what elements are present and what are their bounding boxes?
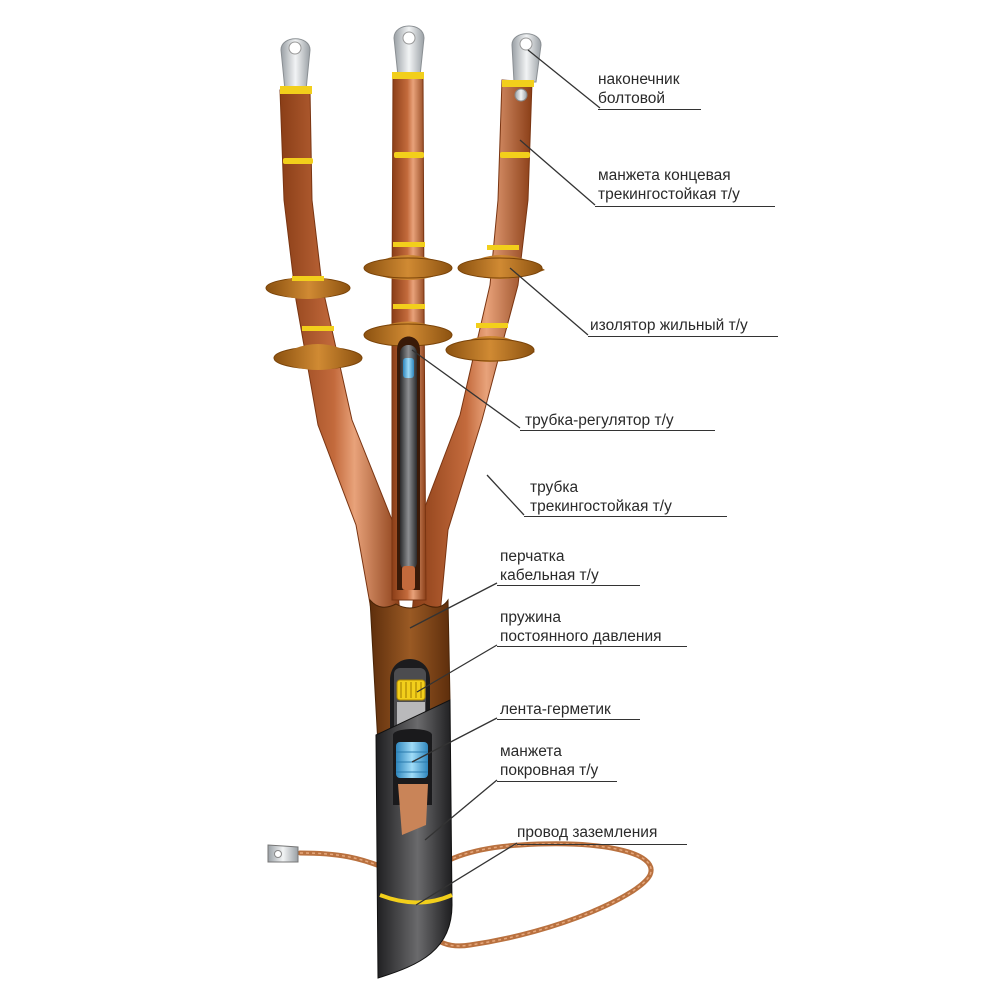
middle-core (363, 25, 453, 601)
regulator-tube (400, 345, 417, 570)
label-regulator-tube: трубка-регулятор т/у (525, 412, 674, 429)
label-sealant-tape: лента-герметик (500, 701, 611, 718)
lug-left-icon (280, 38, 311, 91)
sealant-tape (396, 742, 428, 778)
left-core (265, 38, 401, 616)
label-insulator: изолятор жильный т/у (590, 317, 748, 334)
right-core (411, 33, 545, 616)
lug-right-icon (511, 33, 542, 102)
lug-middle-icon (393, 25, 425, 77)
ground-wire (267, 841, 654, 949)
cover-cuff (375, 699, 453, 979)
ground-lug-icon (267, 844, 299, 863)
label-ground-wire: провод заземления (517, 824, 658, 841)
leader-lines (409, 49, 601, 906)
